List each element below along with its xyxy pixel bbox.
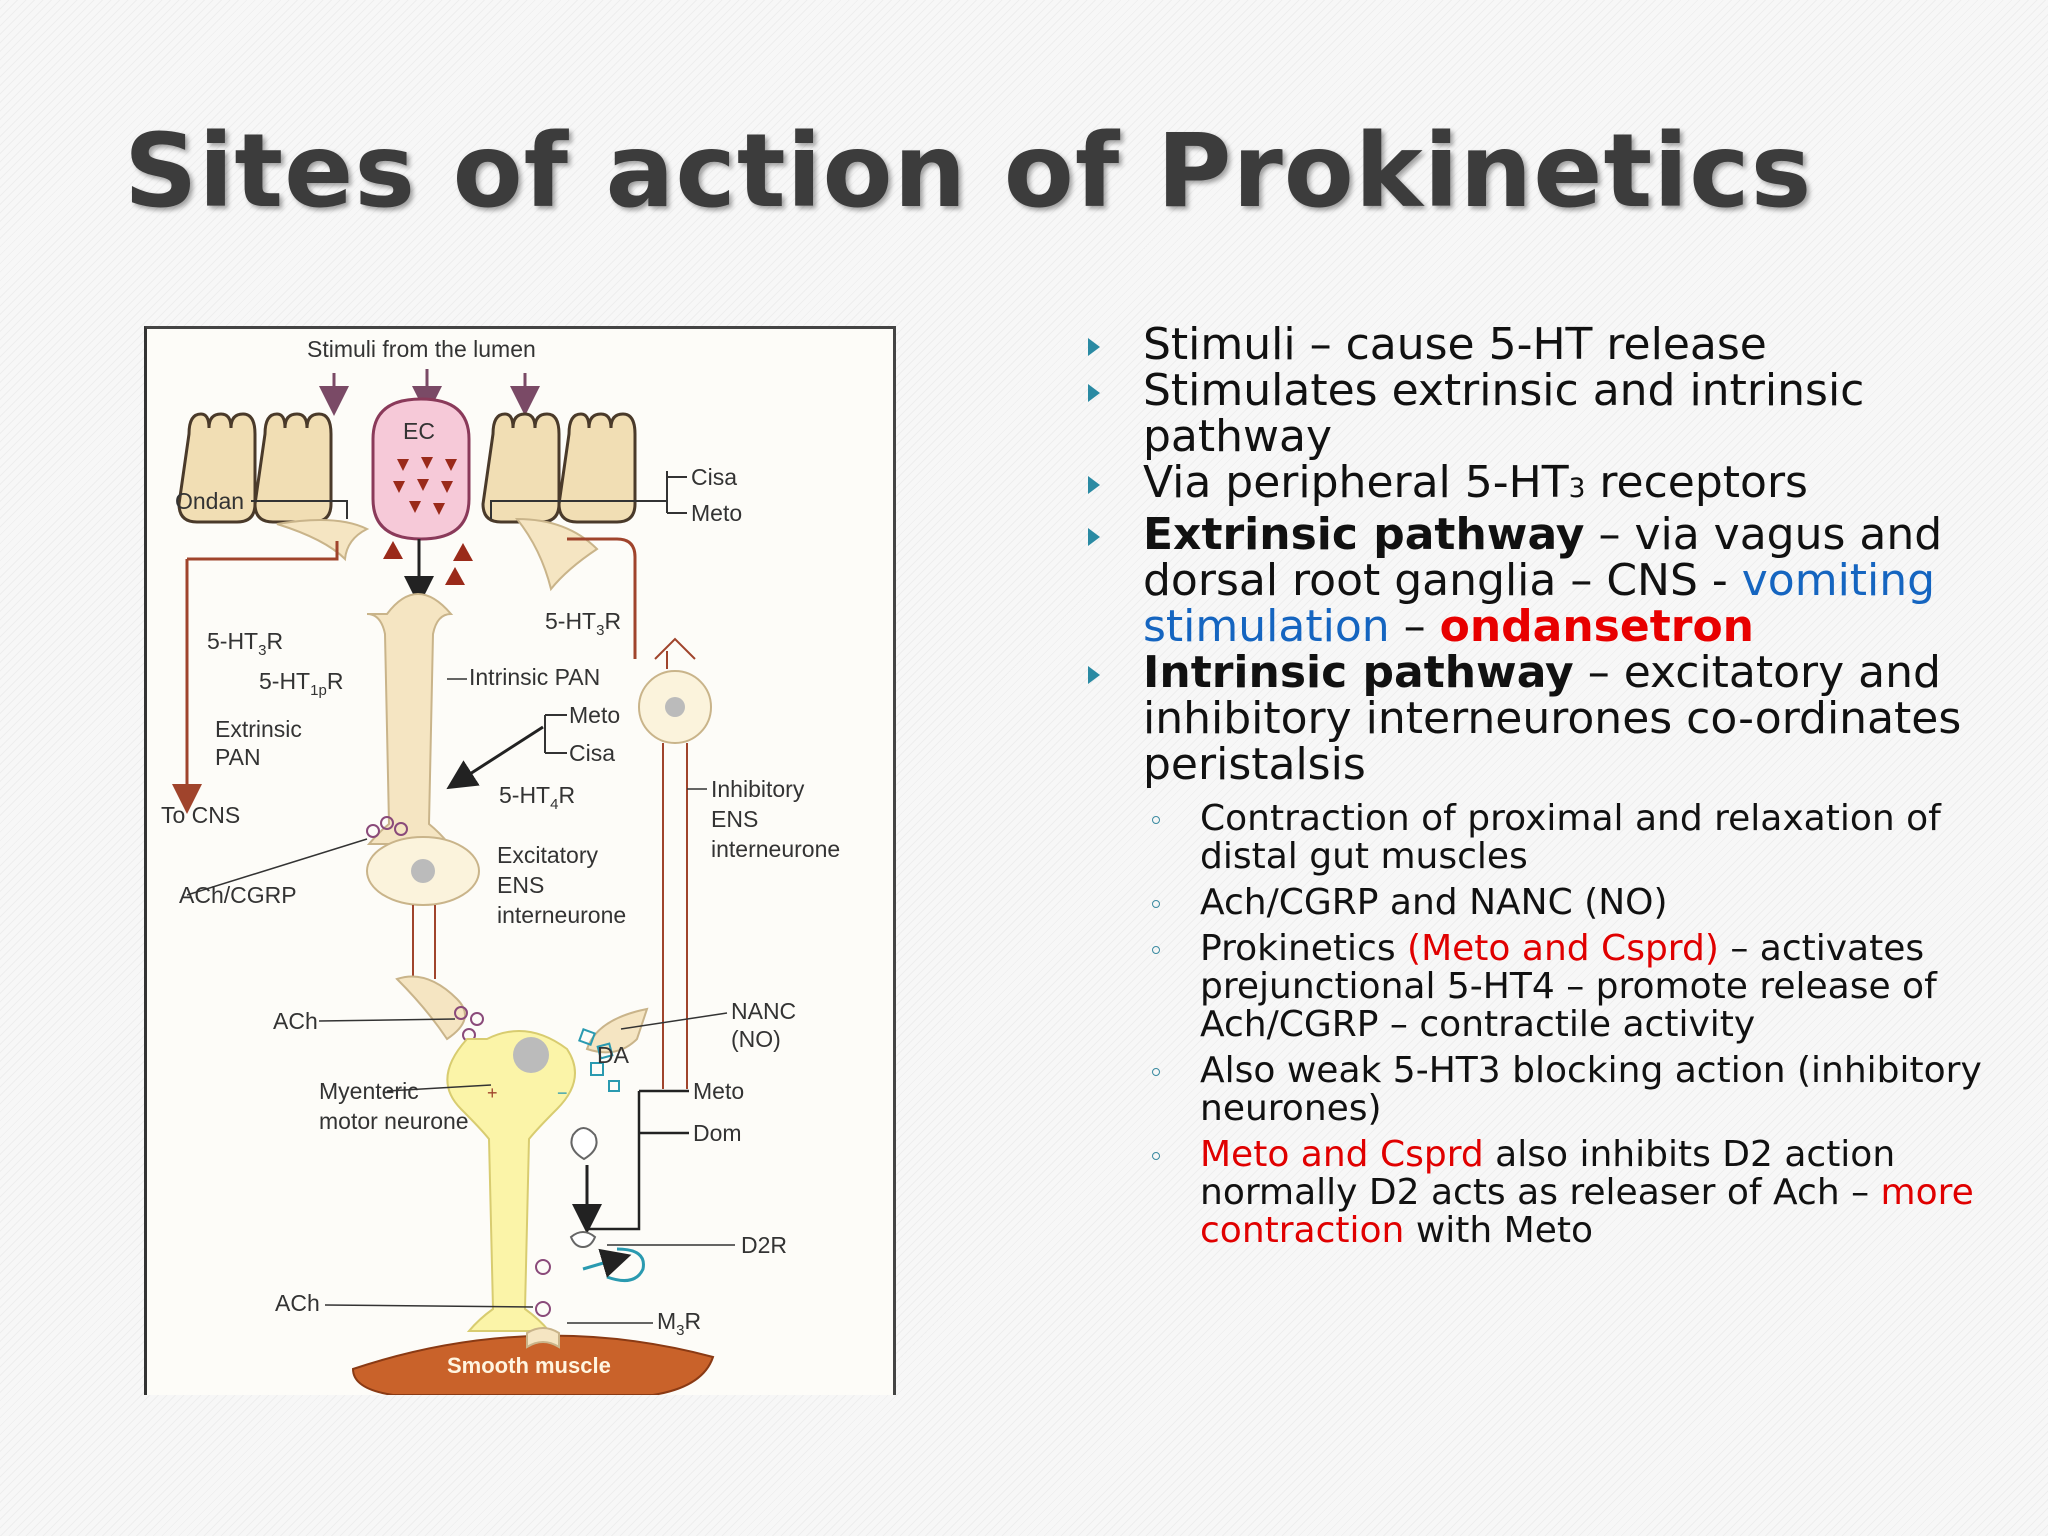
label-ens-right: ENS: [711, 806, 758, 832]
bullet-text-run: Extrinsic pathway: [1143, 509, 1585, 560]
serotonin-granules: [383, 457, 473, 585]
bullet-text-run: with Meto: [1404, 1210, 1593, 1251]
bullet-text-run: Stimuli – cause 5-HT release: [1143, 319, 1767, 370]
bullet-text-run: – excitatory and inhibitory interneurone…: [1143, 647, 1962, 790]
bullet-text-run: Intrinsic pathway: [1143, 647, 1574, 698]
label-intrinsic-pan: Intrinsic PAN: [469, 664, 600, 690]
label-ach-mid: ACh: [273, 1008, 318, 1034]
circle-bullet-icon: [1152, 1152, 1160, 1160]
label-5ht3r-right: 5-HT3R: [545, 608, 621, 639]
label-nanc: NANC: [731, 998, 796, 1024]
sub-bullet-item: Contraction of proximal and relaxation o…: [1088, 800, 2028, 876]
label-cisa-mid: Cisa: [569, 740, 615, 766]
bullet-text-run: receptors: [1585, 457, 1808, 508]
sub-bullet-item: Prokinetics (Meto and Csprd) – activates…: [1088, 930, 2028, 1044]
bullet-text-run: ondansetron: [1439, 601, 1754, 652]
circle-bullet-icon: [1152, 816, 1160, 824]
label-meto-top: Meto: [691, 500, 742, 526]
label-dom: Dom: [693, 1120, 742, 1146]
sub-bullet-item: Ach/CGRP and NANC (NO): [1088, 884, 2028, 922]
circle-bullet-icon: [1152, 1068, 1160, 1076]
bullet-text-run: – activates prejunctional 5-HT4 – promot…: [1200, 928, 1937, 1045]
slide-title: Sites of action of Prokinetics: [124, 112, 1813, 231]
circle-bullet-icon: [1152, 900, 1160, 908]
circle-bullet-icon: [1152, 946, 1160, 954]
bullet-text-run: Stimulates extrinsic and intrinsic pathw…: [1143, 365, 1865, 462]
bullet-item: Extrinsic pathway – via vagus and dorsal…: [1088, 512, 2028, 650]
bullet-arrow-icon: [1088, 666, 1100, 684]
bullet-item: Via peripheral 5-HT3 receptors: [1088, 460, 2028, 512]
epithelial-cells: [177, 412, 637, 524]
label-no: (NO): [731, 1026, 781, 1052]
bullet-arrow-icon: [1088, 528, 1100, 546]
label-pan: PAN: [215, 744, 261, 770]
label-ach-cgrp: ACh/CGRP: [179, 882, 297, 908]
label-meto-low: Meto: [693, 1078, 744, 1104]
bullet-text-run: (Meto and Csprd): [1407, 928, 1719, 969]
sub-bullet-item: Meto and Csprd also inhibits D2 action n…: [1088, 1136, 2028, 1250]
intrinsic-pan-neuron: [366, 593, 454, 845]
prokinetics-diagram: Stimuli from the lumen EC Cisa Meto Onda…: [144, 326, 896, 1395]
bullet-item: Stimuli – cause 5-HT release: [1088, 322, 2028, 368]
bullet-arrow-icon: [1088, 338, 1100, 356]
bullet-text-run: more contraction: [1200, 1172, 1974, 1251]
label-5ht3r-left: 5-HT3R: [207, 628, 283, 659]
label-inhibitory: Inhibitory: [711, 776, 805, 802]
bullet-arrow-icon: [1088, 476, 1100, 494]
label-ach-low: ACh: [275, 1290, 320, 1316]
label-ec: EC: [403, 418, 435, 444]
label-interneurone-right: interneurone: [711, 836, 840, 862]
label-smooth-muscle: Smooth muscle: [447, 1353, 611, 1378]
bullet-text-run: vomiting stimulation: [1143, 555, 1936, 652]
myenteric-motor-neurone: [446, 1030, 576, 1332]
svg-text:+: +: [487, 1083, 498, 1103]
bullet-arrow-icon: [1088, 384, 1100, 402]
label-interneurone-mid: interneurone: [497, 902, 626, 928]
dopamine-vesicle: [570, 1127, 598, 1161]
label-meto-mid: Meto: [569, 702, 620, 728]
label-cisa-top: Cisa: [691, 464, 737, 490]
smooth-muscle: [351, 1334, 715, 1395]
bullet-text-run: Meto and Csprd: [1200, 1134, 1484, 1175]
bullet-text-run: –: [1389, 601, 1440, 652]
label-extrinsic: Extrinsic: [215, 716, 302, 742]
bullet-item: Stimulates extrinsic and intrinsic pathw…: [1088, 368, 2028, 460]
label-excitatory: Excitatory: [497, 842, 598, 868]
label-5ht1pr: 5-HT1pR: [259, 668, 343, 699]
bullet-text-run: Also weak 5-HT3 blocking action (inhibit…: [1200, 1050, 1982, 1129]
bullet-text-run: Prokinetics: [1200, 928, 1408, 969]
label-da: DA: [597, 1042, 630, 1068]
svg-text:−: −: [557, 1083, 568, 1103]
diagram-svg: Stimuli from the lumen EC Cisa Meto Onda…: [161, 336, 840, 1395]
bullet-text-run: – via vagus and dorsal root ganglia – CN…: [1143, 509, 1943, 606]
label-motor-neurone: motor neurone: [319, 1108, 469, 1134]
label-ondan: Ondan: [175, 488, 244, 514]
label-myenteric: Myenteric: [319, 1078, 419, 1104]
label-stimuli: Stimuli from the lumen: [307, 336, 536, 362]
label-ens-mid: ENS: [497, 872, 544, 898]
sub-bullet-item: Also weak 5-HT3 blocking action (inhibit…: [1088, 1052, 2028, 1128]
bullet-text-run: Contraction of proximal and relaxation o…: [1200, 798, 1941, 877]
bullet-item: Intrinsic pathway – excitatory and inhib…: [1088, 650, 2028, 788]
ec-cell: [371, 397, 471, 541]
label-m3r: M3R: [657, 1308, 701, 1339]
bullet-text-run: Via peripheral 5-HT: [1143, 457, 1569, 508]
bullet-text-run: also inhibits D2 action normally D2 acts…: [1200, 1134, 1896, 1213]
bullet-text-run: 3: [1568, 473, 1586, 504]
label-5ht4r: 5-HT4R: [499, 782, 575, 813]
label-to-cns: To CNS: [161, 802, 240, 828]
bullet-text-run: Ach/CGRP and NANC (NO): [1200, 882, 1668, 923]
label-d2r: D2R: [741, 1232, 787, 1258]
sub-bullet-list: Contraction of proximal and relaxation o…: [1088, 800, 2028, 1250]
